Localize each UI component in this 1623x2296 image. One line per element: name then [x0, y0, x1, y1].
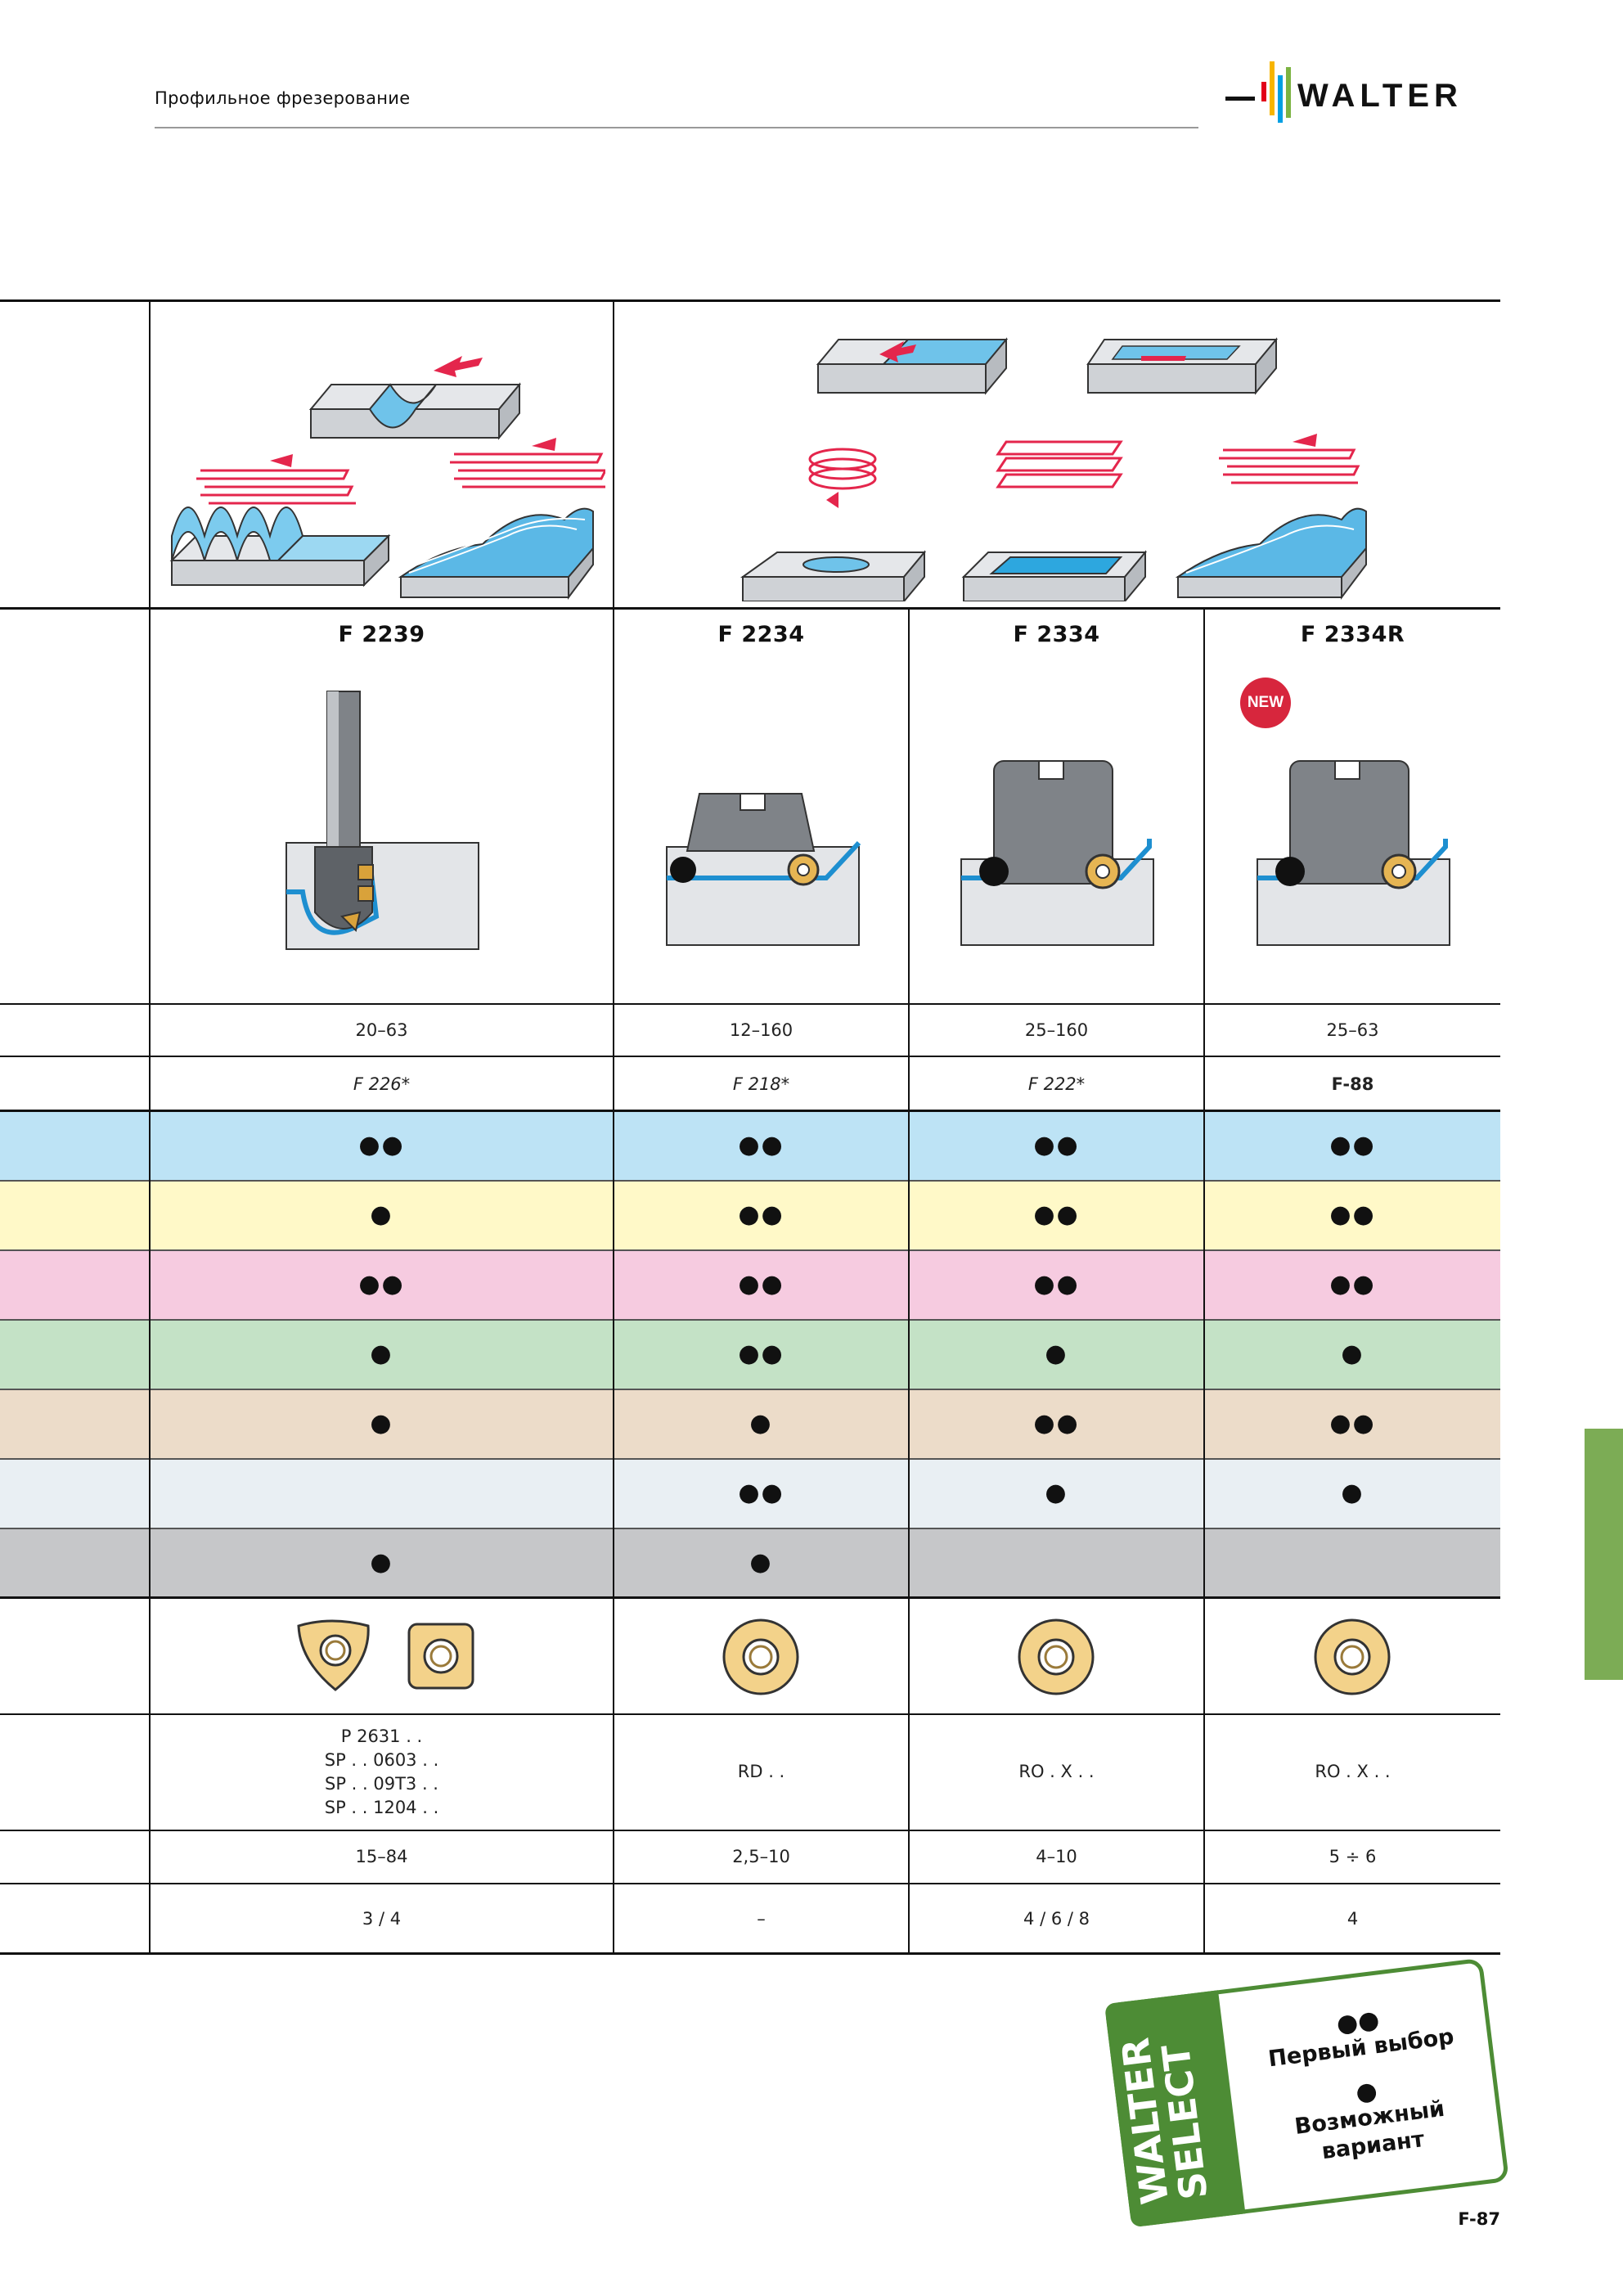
insert-designation: RD . .: [737, 1762, 785, 1781]
column-divider: [613, 299, 614, 1954]
svg-text:WALTER: WALTER: [1297, 78, 1463, 114]
material-group-band: [0, 1320, 1500, 1389]
material-group-band: [0, 1181, 1500, 1249]
series-reference: F 222*: [1027, 1074, 1086, 1094]
band-rule: [0, 1389, 1500, 1390]
cutting-edges: 4 / 6 / 8: [1023, 1909, 1090, 1929]
suitability-rating: ●●: [1329, 1200, 1376, 1229]
insert-designation: P 2631 . .: [340, 1727, 423, 1746]
row-rule: [0, 1003, 1500, 1005]
suitability-rating: ●●: [1033, 1131, 1080, 1159]
material-group-band: [0, 1528, 1500, 1597]
insert-icons-f2239: [297, 1619, 474, 1691]
band-rule: [0, 1528, 1500, 1529]
model-name: F 2234: [717, 622, 805, 647]
suitability-rating: ●: [1045, 1479, 1068, 1507]
walter-select-stamp: WALTER SELECT ●● Первый выбор ● Возможны…: [1104, 1957, 1510, 2228]
suitability-rating: ●●: [1329, 1409, 1376, 1438]
row-rule: [0, 607, 1500, 610]
band-rule: [0, 1458, 1500, 1460]
application-illustration-f2234-f2334: [740, 337, 1367, 601]
row-rule: [0, 1713, 1500, 1715]
column-divider: [149, 299, 151, 1954]
suitability-rating: ●●: [358, 1270, 405, 1299]
band-rule: [0, 1319, 1500, 1321]
model-name: F 2239: [338, 622, 425, 647]
stamp-brand-text: WALTER SELECT: [1113, 2035, 1216, 2207]
insert-designation-list: P 2631 . . SP . . 0603 . . SP . . 09T3 .…: [151, 1725, 613, 1820]
diameter-range: 25–63: [1326, 1020, 1379, 1040]
suitability-rating: ●: [370, 1339, 393, 1368]
insert-icon-round: [722, 1618, 799, 1695]
model-name: F 2334R: [1300, 622, 1405, 647]
model-name: F 2334: [1013, 622, 1100, 647]
row-rule: [0, 1056, 1500, 1057]
row-rule: [0, 1110, 1500, 1112]
tool-illustration-f2334r: [1257, 760, 1450, 946]
new-badge: NEW: [1240, 678, 1291, 728]
cutting-edges: 4: [1347, 1909, 1359, 1929]
cutting-edges: –: [757, 1909, 766, 1929]
suitability-rating: ●●: [1033, 1270, 1080, 1299]
insert-icon-round: [1018, 1618, 1095, 1695]
application-illustration-f2239: [169, 356, 605, 600]
suitability-rating: ●●: [738, 1339, 785, 1368]
cutting-edges: 3 / 4: [362, 1909, 402, 1929]
suitability-rating: ●●: [738, 1131, 785, 1159]
suitability-rating: ●●: [738, 1270, 785, 1299]
suitability-rating: ●: [749, 1409, 773, 1438]
size-range: 5 ÷ 6: [1329, 1847, 1377, 1866]
diameter-range: 25–160: [1024, 1020, 1089, 1040]
material-group-band: [0, 1250, 1500, 1319]
suitability-rating: ●●: [1033, 1200, 1080, 1229]
diameter-range: 20–63: [355, 1020, 408, 1040]
suitability-rating: ●: [1045, 1339, 1068, 1368]
insert-designation: RO . X . .: [1315, 1762, 1391, 1781]
size-range: 4–10: [1036, 1847, 1077, 1866]
tool-illustration-f2334: [960, 760, 1154, 946]
suitability-rating: ●: [370, 1548, 393, 1577]
series-reference: F 218*: [732, 1074, 790, 1094]
insert-icon-round: [1314, 1618, 1391, 1695]
row-rule: [0, 1830, 1500, 1831]
chapter-tab: [1585, 1429, 1623, 1680]
insert-designation: SP . . 09T3 . .: [325, 1774, 438, 1794]
suitability-rating: ●●: [1033, 1409, 1080, 1438]
suitability-rating: ●: [1341, 1479, 1364, 1507]
suitability-rating: ●: [370, 1200, 393, 1229]
series-reference: F 226*: [353, 1074, 411, 1094]
size-range: 2,5–10: [732, 1847, 790, 1866]
row-rule: [0, 1596, 1500, 1599]
material-group-band: [0, 1389, 1500, 1458]
material-group-band: [0, 1459, 1500, 1528]
material-group-band: [0, 1111, 1500, 1180]
table-top-rule: [0, 299, 1500, 302]
header-divider: [155, 127, 1198, 128]
row-rule: [0, 1883, 1500, 1884]
tool-illustration-f2234: [666, 793, 861, 946]
series-reference: F-88: [1331, 1074, 1374, 1094]
suitability-rating: ●: [370, 1409, 393, 1438]
column-divider: [908, 607, 910, 1954]
size-range: 15–84: [355, 1847, 408, 1866]
suitability-rating: ●: [749, 1548, 773, 1577]
suitability-rating: ●: [1341, 1339, 1364, 1368]
table-bottom-rule: [0, 1952, 1500, 1955]
suitability-rating: ●●: [358, 1131, 405, 1159]
suitability-rating: ●●: [738, 1479, 785, 1507]
column-divider: [1203, 607, 1205, 1954]
tool-illustration-f2239: [285, 691, 479, 950]
diameter-range: 12–160: [729, 1020, 794, 1040]
walter-logo: WALTER: [1225, 61, 1463, 123]
page-number: F-87: [1458, 2209, 1500, 2229]
suitability-rating: ●●: [1329, 1270, 1376, 1299]
band-rule: [0, 1249, 1500, 1251]
suitability-rating: ●●: [738, 1200, 785, 1229]
page-section-title: Профильное фрезерование: [155, 88, 411, 108]
band-rule: [0, 1180, 1500, 1182]
insert-designation: SP . . 1204 . .: [324, 1798, 439, 1817]
insert-designation: SP . . 0603 . .: [324, 1750, 439, 1770]
suitability-rating: ●●: [1329, 1131, 1376, 1159]
insert-designation: RO . X . .: [1018, 1762, 1095, 1781]
